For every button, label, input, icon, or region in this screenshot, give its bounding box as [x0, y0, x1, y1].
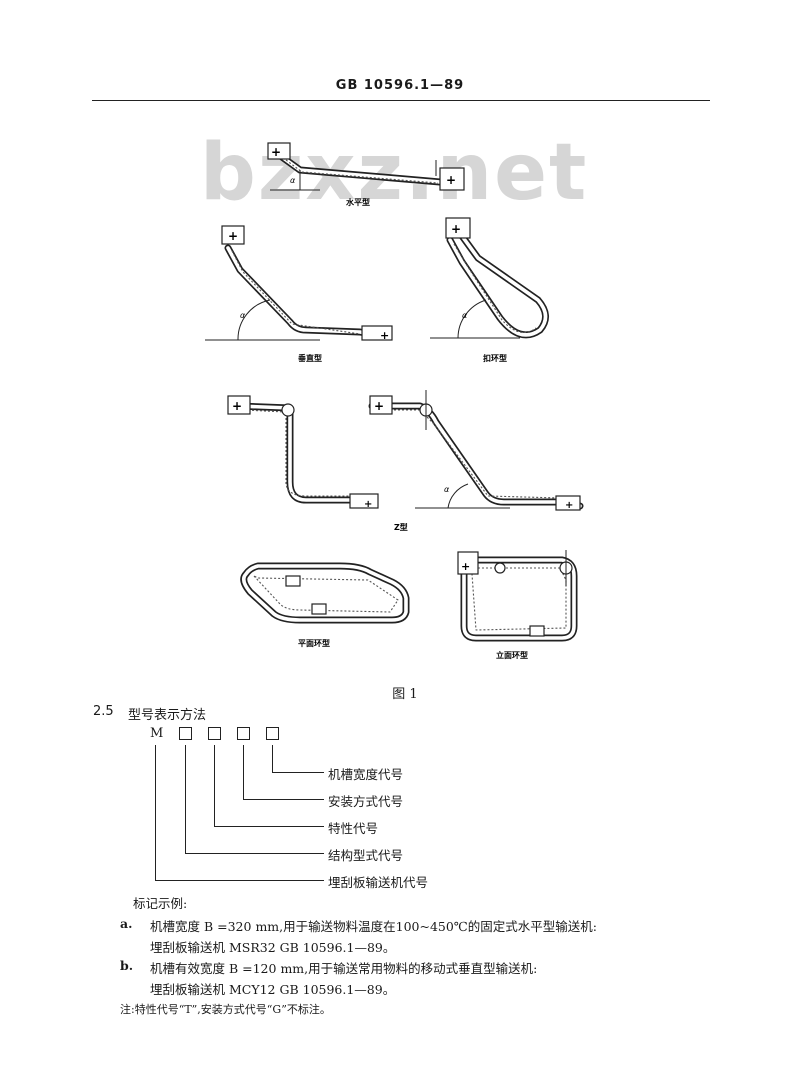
code-label-width: 机槽宽度代号: [328, 767, 404, 782]
caption-horizontal: 水平型: [345, 197, 370, 207]
caption-vertical-loop: 立面环型: [496, 650, 528, 660]
plus-sign: +: [364, 499, 372, 510]
diagram-loop: + α: [430, 217, 549, 339]
caption-vertical: 垂直型: [298, 353, 322, 363]
code-label-install: 安装方式代号: [328, 794, 404, 809]
code-letter: M: [150, 726, 164, 741]
example-line: 埋刮板输送机 MSR32 GB 10596.1—89。: [150, 940, 396, 955]
code-box: [179, 727, 192, 740]
header-rule: [92, 100, 710, 101]
angle-label: α: [462, 311, 468, 320]
plus-sign: +: [271, 145, 281, 159]
plus-sign: +: [451, 222, 461, 236]
leader-line: [155, 880, 324, 881]
angle-label: α: [290, 176, 296, 185]
code-box: [237, 727, 250, 740]
caption-z: Z型: [394, 522, 408, 532]
section-title: 型号表示方法: [128, 708, 207, 723]
leader-line: [272, 772, 324, 773]
leader-line: [243, 799, 324, 800]
leader-line: [243, 745, 244, 799]
page-header: GB 10596.1—89: [335, 78, 465, 93]
diagram-z-left: + +: [227, 395, 379, 510]
diagram-vertical: + + α: [205, 225, 393, 342]
conveyor-figure: + + α 水平型 + + α 垂直型 + α 扣环型 + +: [205, 142, 584, 660]
leader-line: [185, 745, 186, 853]
example-marker: b.: [120, 958, 134, 973]
code-label-conveyor: 埋刮板输送机代号: [328, 875, 429, 890]
plus-sign: +: [374, 399, 384, 413]
plus-sign: +: [565, 500, 573, 511]
figure-caption: 图 1: [392, 687, 418, 702]
example-line: 机槽宽度 B =320 mm,用于输送物料温度在100~450℃的固定式水平型输…: [150, 919, 598, 934]
plus-sign: +: [380, 329, 389, 342]
code-label-structure: 结构型式代号: [328, 848, 404, 863]
leader-line: [155, 745, 156, 880]
example-line: 埋刮板输送机 MCY12 GB 10596.1—89。: [150, 982, 396, 997]
angle-label: α: [240, 311, 246, 320]
caption-loop: 扣环型: [483, 353, 507, 363]
note: 注:特性代号“T”,安装方式代号“G”不标注。: [120, 1003, 331, 1016]
plus-sign: +: [228, 229, 238, 243]
diagram-vertical-loop: +: [457, 550, 578, 642]
leader-line: [214, 745, 215, 826]
code-box: [266, 727, 279, 740]
code-box: [208, 727, 221, 740]
examples-heading: 标记示例:: [133, 896, 188, 911]
code-label-feature: 特性代号: [328, 821, 379, 836]
example-marker: a.: [120, 916, 133, 931]
section-number: 2.5: [93, 704, 114, 719]
angle-label: α: [444, 485, 450, 494]
plus-sign: +: [461, 560, 470, 573]
leader-line: [214, 826, 324, 827]
example-line: 机槽有效宽度 B =120 mm,用于输送常用物料的移动式垂直型输送机:: [150, 961, 538, 976]
diagram-plane-loop: [240, 562, 410, 624]
plus-sign: +: [232, 399, 242, 413]
leader-line: [185, 853, 324, 854]
caption-plane-loop: 平面环型: [298, 638, 330, 648]
leader-line: [272, 745, 273, 772]
watermark: bzxz.net: [200, 128, 589, 218]
plus-sign: +: [446, 173, 456, 187]
diagram-horizontal: + + α: [267, 142, 465, 191]
diagram-z-right: + + α: [368, 390, 584, 511]
